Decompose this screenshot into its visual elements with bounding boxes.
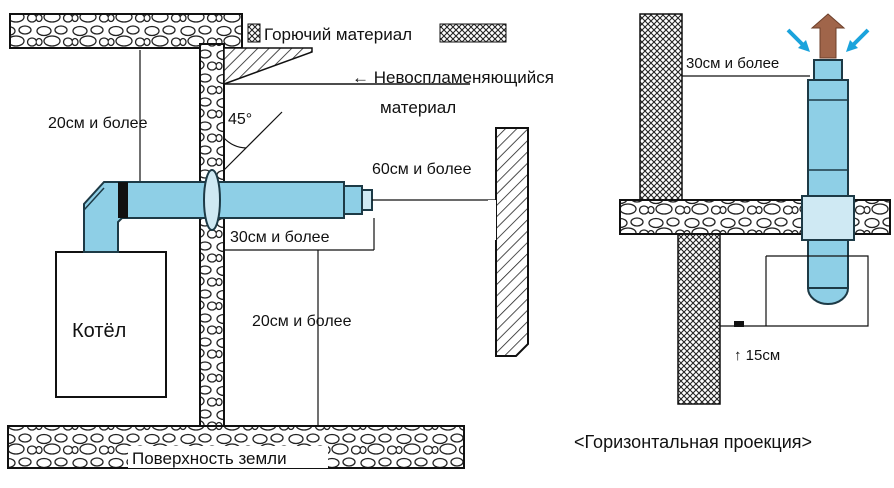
combustible-swatch-left — [247, 23, 261, 43]
angle-label: 45° — [228, 111, 252, 128]
dim-15-label: ↑ 15см — [734, 347, 780, 364]
boiler-label: Котёл — [72, 320, 126, 342]
air-intake-arrow-left — [786, 28, 810, 52]
pipe-elbow — [83, 181, 215, 253]
combustible-swatch-right — [439, 23, 507, 43]
angle-arc — [223, 137, 247, 149]
air-intake-arrow-right — [846, 28, 870, 52]
wall — [199, 43, 225, 429]
combustible-label: Горючий материал — [264, 25, 412, 44]
pipe-coupling — [118, 182, 128, 218]
pipe-terminal-cap — [361, 189, 373, 211]
dim-15-box — [720, 255, 869, 327]
right-column-lower — [677, 233, 721, 405]
ground-label-bg — [128, 446, 328, 468]
dim-15-marker — [734, 321, 744, 327]
boiler — [55, 251, 167, 398]
dim-30-left-label: 30см и более — [230, 229, 330, 246]
pipe-bottom — [806, 287, 850, 305]
slab-flange — [801, 195, 855, 241]
right-column-upper — [639, 13, 683, 203]
dim-60-label: 60см и более — [372, 161, 472, 178]
ceiling-slab — [9, 13, 243, 49]
pipe-elbow-seam — [83, 187, 105, 211]
obstacle-wall — [495, 127, 529, 357]
nonflammable-label-1: ← Невоспламеняющийся — [352, 68, 554, 87]
dim-20-right-label: 20см и более — [252, 313, 352, 330]
vertical-pipe — [807, 79, 849, 289]
nonflammable-zone — [223, 47, 313, 86]
ground-label: Поверхность земли — [132, 449, 287, 468]
horizontal-projection-label: <Горизонтальная проекция> — [574, 432, 812, 452]
wall-flange — [203, 169, 221, 231]
dim-30-right-label: 30см и более — [686, 55, 779, 72]
angle-45-line — [223, 111, 283, 171]
nonflammable-label-2: материал — [380, 98, 456, 117]
obstacle-gap — [488, 200, 496, 240]
pipe-terminal — [343, 185, 363, 215]
vertical-pipe-cap — [813, 59, 843, 81]
dim-20-top-label: 20см и более — [48, 115, 148, 132]
flue-exhaust-arrow — [810, 13, 846, 59]
pipe-horizontal — [213, 181, 345, 219]
